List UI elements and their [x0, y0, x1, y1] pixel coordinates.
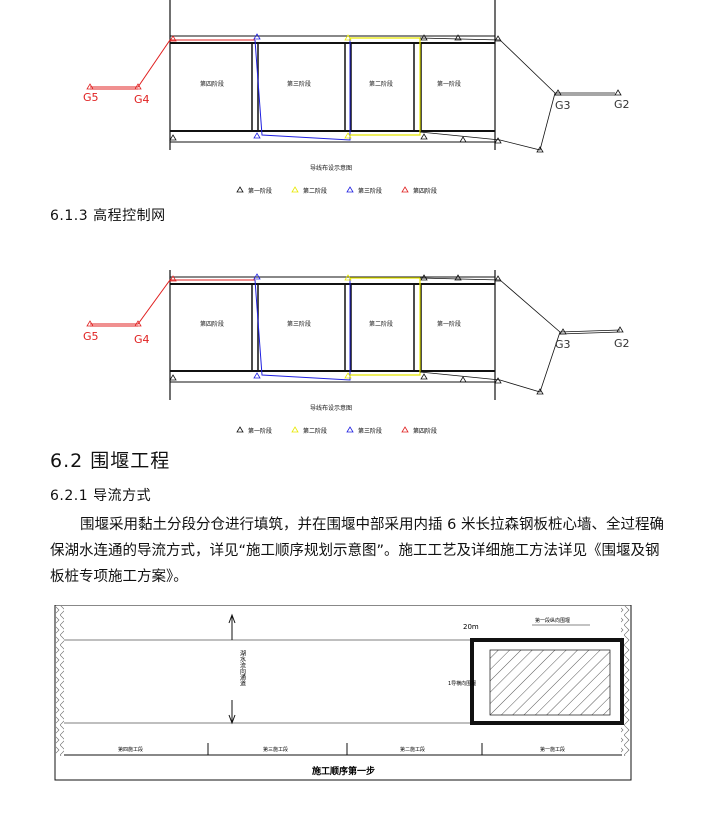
point-label-g3: G3 — [555, 338, 571, 351]
legend-item: 第四阶段 — [413, 187, 437, 195]
legend-item: 第一阶段 — [248, 427, 272, 435]
legend-item: 第三阶段 — [358, 427, 382, 435]
point-label-g4: G4 — [134, 93, 150, 106]
figure-caption: 导线布设示意图 — [310, 164, 352, 172]
label-first-transverse: 1导横向围堰 — [448, 680, 476, 687]
stage2-label: 第二阶段 — [369, 80, 393, 88]
stage3-label: 第三阶段 — [287, 80, 311, 88]
dim-20m: 20m — [463, 623, 479, 631]
point-label-g4: G4 — [134, 333, 150, 346]
heading-6-2: 6.2 围堰工程 — [50, 450, 171, 472]
figure-caption: 导线布设示意图 — [310, 404, 352, 412]
channel-text: 湖水流向通道 — [239, 649, 246, 687]
figure-construction-sequence: 20m 第一段纵向围堰 1导横向围堰 湖水流向通道 第四施工段 第三施工段 第二… — [0, 605, 715, 785]
stage4-label: 第四阶段 — [200, 320, 224, 328]
point-label-g3: G3 — [555, 99, 571, 112]
traverse-diagram-2: G5 G4 G3 G2 第四阶段 第三阶段 第二阶段 第一阶段 导线布设示意图 … — [83, 270, 630, 435]
figure-traverse-layout-1: G5 G4 G3 G2 第四阶段 第三阶段 第二阶段 第一阶段 导线布设示意图 … — [0, 0, 715, 205]
section-label: 第二施工段 — [400, 746, 425, 753]
figure-caption: 施工顺序第一步 — [312, 765, 375, 777]
stage4-label: 第四阶段 — [200, 80, 224, 88]
point-label-g5: G5 — [83, 91, 99, 104]
body-paragraph: 围堰采用黏土分段分仓进行填筑，并在围堰中部采用内插 6 米长拉森钢板桩心墙、全过… — [50, 512, 670, 590]
legend-item: 第一阶段 — [248, 187, 272, 195]
section-label: 第三施工段 — [263, 746, 288, 753]
legend-item: 第四阶段 — [413, 427, 437, 435]
flow-arrows — [228, 613, 236, 725]
figure-traverse-layout-2: G5 G4 G3 G2 第四阶段 第三阶段 第二阶段 第一阶段 导线布设示意图 … — [0, 240, 715, 440]
stage3-label: 第三阶段 — [287, 320, 311, 328]
legend-item: 第三阶段 — [358, 187, 382, 195]
legend: 第一阶段 第二阶段 第三阶段 第四阶段 — [236, 186, 437, 195]
point-label-g2: G2 — [614, 98, 630, 111]
construction-sequence-diagram: 20m 第一段纵向围堰 1导横向围堰 湖水流向通道 第四施工段 第三施工段 第二… — [54, 605, 632, 781]
legend: 第一阶段 第二阶段 第三阶段 第四阶段 — [236, 426, 437, 435]
section-label: 第四施工段 — [118, 746, 143, 753]
point-label-g5: G5 — [83, 330, 99, 343]
paragraph-text: 围堰采用黏土分段分仓进行填筑，并在围堰中部采用内插 6 米长拉森钢板桩心墙、全过… — [50, 517, 664, 585]
heading-6-2-1: 6.2.1 导流方式 — [50, 488, 152, 504]
traverse-diagram-1: G5 G4 G3 G2 第四阶段 第三阶段 第二阶段 第一阶段 导线布设示意图 … — [83, 0, 630, 195]
legend-item: 第二阶段 — [303, 187, 327, 195]
heading-6-1-3: 6.1.3 高程控制网 — [50, 208, 166, 224]
stage1-label: 第一阶段 — [437, 80, 461, 88]
label-first-longitudinal: 第一段纵向围堰 — [535, 617, 570, 624]
stage1-label: 第一阶段 — [437, 320, 461, 328]
legend-item: 第二阶段 — [303, 427, 327, 435]
point-label-g2: G2 — [614, 337, 630, 350]
stage2-label: 第二阶段 — [369, 320, 393, 328]
section-label: 第一施工段 — [540, 746, 565, 753]
